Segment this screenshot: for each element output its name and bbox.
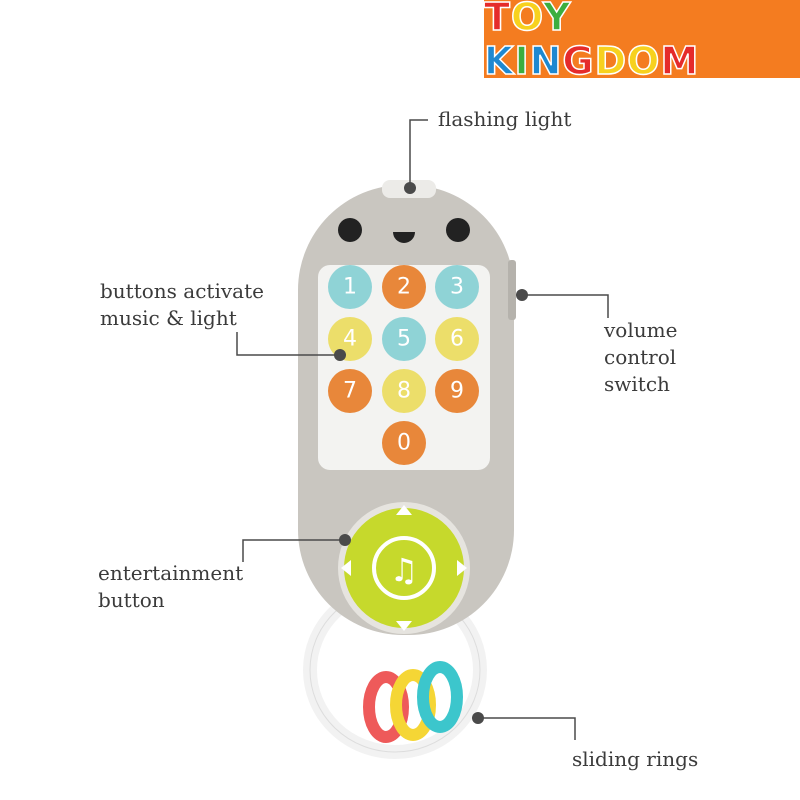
logo-letter: O	[510, 0, 543, 40]
logo-letter: N	[529, 38, 563, 84]
logo-text: TOY KINGDOM	[483, 0, 800, 84]
sliding-rings	[363, 661, 463, 743]
logo-letter: D	[594, 38, 628, 84]
right-eye	[446, 218, 470, 242]
mouth	[393, 232, 415, 243]
label-flashing-light: flashing light	[438, 107, 572, 131]
key-0[interactable]	[382, 421, 426, 465]
volume-switch	[508, 260, 516, 320]
key-label: 8	[397, 379, 411, 404]
key-label: 3	[450, 275, 464, 300]
key-5[interactable]	[382, 317, 426, 361]
callout-dots	[334, 182, 528, 724]
key-label: 9	[450, 379, 464, 404]
key-label: 5	[397, 327, 411, 352]
label-volume-switch: volume control switch	[604, 318, 678, 396]
key-9[interactable]	[435, 369, 479, 413]
arrow-icons	[341, 505, 467, 631]
key-label: 0	[397, 431, 411, 456]
logo-letter: K	[483, 38, 515, 84]
key-label: 4	[343, 327, 357, 352]
toy-kingdom-logo: TOY KINGDOM	[483, 0, 800, 84]
logo-letter: Y	[542, 0, 572, 40]
label-buttons: buttons activate music & light	[100, 279, 264, 330]
key-label: 1	[343, 275, 357, 300]
key-6[interactable]	[435, 317, 479, 361]
entertainment-button[interactable]	[344, 508, 464, 628]
logo-letter: T	[483, 0, 511, 40]
logo-letter: M	[660, 38, 700, 84]
key-2[interactable]	[382, 265, 426, 309]
key-label: 6	[450, 327, 464, 352]
label-entertainment-button: entertainment button	[98, 561, 244, 612]
key-3[interactable]	[435, 265, 479, 309]
key-7[interactable]	[328, 369, 372, 413]
music-note-icon: ♫	[390, 551, 419, 589]
logo-letter: I	[514, 38, 530, 84]
logo-letter: G	[562, 38, 595, 84]
logo-letter: O	[626, 38, 661, 84]
key-label: 7	[343, 379, 357, 404]
callout-lines	[236, 119, 609, 740]
key-label: 2	[397, 275, 411, 300]
left-eye	[338, 218, 362, 242]
key-1[interactable]	[328, 265, 372, 309]
keypad-panel	[318, 265, 490, 470]
label-sliding-rings: sliding rings	[572, 747, 699, 771]
key-8[interactable]	[382, 369, 426, 413]
